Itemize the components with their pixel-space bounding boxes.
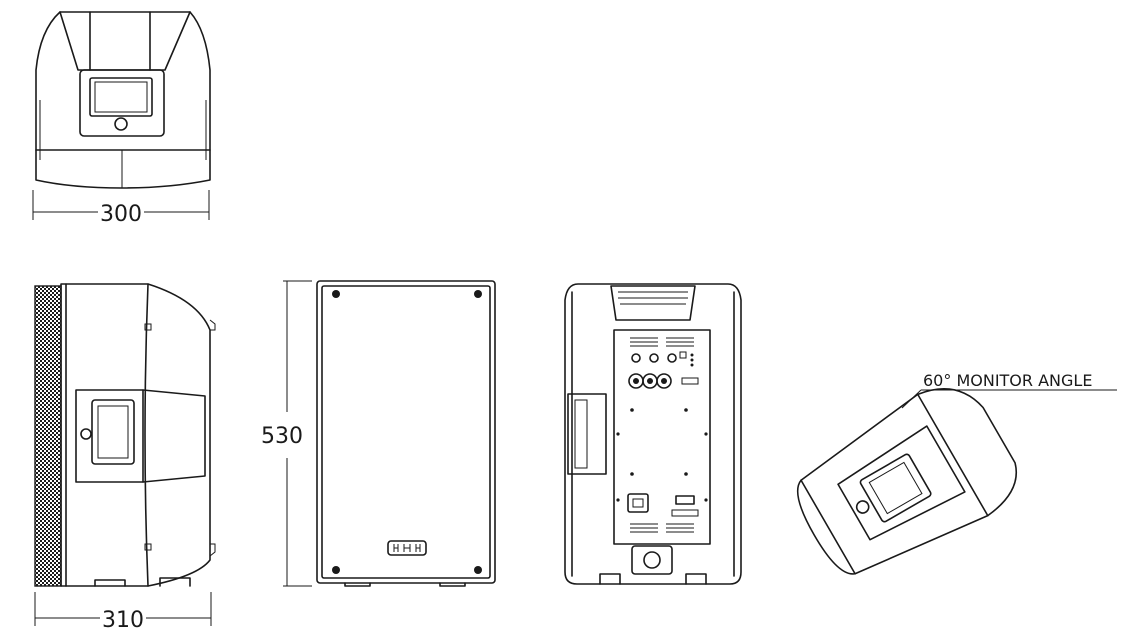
dimension-300-label: 300: [100, 202, 142, 227]
dimension-530-label: 530: [261, 424, 303, 449]
power-inlet: [627, 493, 649, 513]
top-mount-hole: [114, 117, 128, 131]
xlr-output: [656, 373, 672, 389]
rear-side-handle: [567, 393, 607, 475]
front-grille: [34, 285, 62, 587]
side-handle: [75, 389, 206, 483]
dimension-310: 310: [34, 592, 212, 633]
pole-mount: [631, 545, 673, 575]
monitor-angle-label: 60° MONITOR ANGLE: [923, 371, 1092, 390]
rear-top-handle: [610, 285, 696, 321]
monitor-handle: [837, 425, 966, 541]
callout-leader: [901, 389, 922, 409]
dimension-300: 300: [32, 190, 210, 227]
top-handle-recess: [79, 69, 165, 137]
dimension-530: 530: [261, 280, 312, 587]
monitor-angle-callout: 60° MONITOR ANGLE: [901, 371, 1117, 409]
side-view: [34, 283, 216, 587]
side-mount-hole: [80, 428, 92, 440]
amp-panel: [613, 329, 711, 545]
top-view: [35, 11, 211, 189]
power-switch: [675, 495, 695, 505]
front-view: [316, 280, 496, 587]
monitor-view: [797, 388, 1017, 575]
rear-view: [564, 283, 742, 585]
dimension-310-label: 310: [102, 608, 144, 633]
front-logo-badge: [387, 540, 427, 556]
